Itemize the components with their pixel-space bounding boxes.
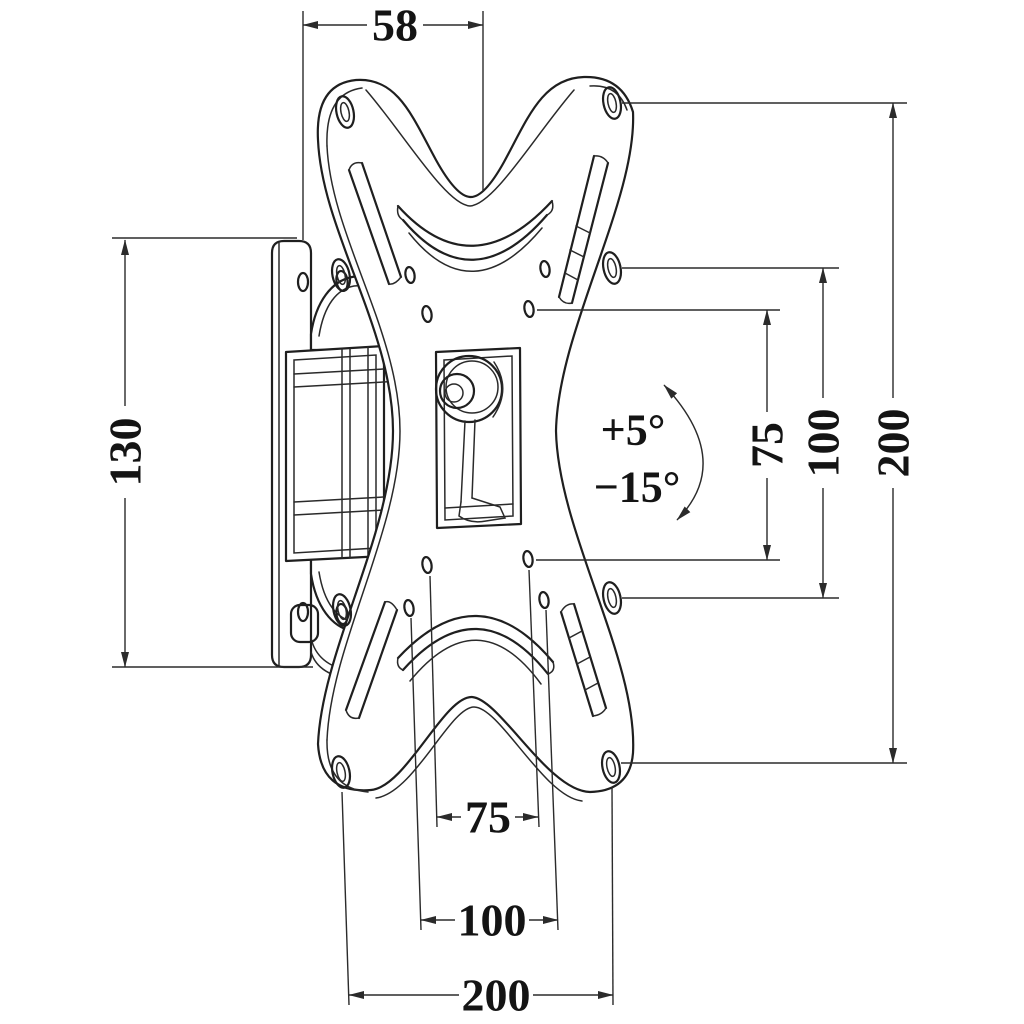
dimension-bottom-200: 200	[341, 786, 614, 1021]
plate-edge-accent	[326, 87, 363, 147]
dimension-label: 130	[100, 418, 151, 487]
extension-line	[545, 609, 559, 931]
tilt-angle-annotation: +5° −15°	[594, 384, 704, 521]
tilt-down-label: −15°	[594, 463, 681, 512]
extension-line	[429, 575, 438, 828]
extension-line	[611, 786, 614, 1006]
dimension-label: 200	[868, 409, 919, 478]
extension-line	[341, 791, 350, 1006]
tilt-up-label: +5°	[601, 406, 666, 455]
dimension-label: 100	[458, 895, 527, 946]
dimension-bottom-75: 75	[429, 569, 540, 843]
center-cutout	[434, 346, 523, 530]
extension-line	[528, 569, 540, 828]
wall-plate-screw-hole	[296, 271, 310, 293]
dimension-label: 100	[798, 409, 849, 478]
plate-edge-accent	[365, 89, 575, 207]
dimension-right-200: 200	[621, 102, 919, 764]
arm-bolt-hole	[335, 602, 349, 626]
knob-stem	[460, 420, 466, 503]
dimension-bottom-100: 100	[410, 609, 559, 946]
dimension-left-130: 130	[99, 237, 313, 668]
hinge-frame	[284, 344, 386, 563]
wall-plate-screw-hole	[296, 601, 310, 623]
dimension-label: 58	[372, 0, 418, 51]
inner-vesa-holes	[403, 259, 551, 618]
plate-edge-accent	[589, 85, 628, 111]
dimension-label: 75	[465, 792, 511, 843]
diagonal-slot-top-left	[347, 161, 403, 286]
extension-line	[410, 617, 422, 931]
dimension-top-58: 58	[302, 0, 484, 240]
locking-knob	[289, 603, 320, 644]
dimension-label: 200	[462, 970, 531, 1021]
plate-edge-accent	[326, 145, 401, 741]
diagonal-slot-bottom-left	[344, 600, 399, 720]
dimension-right-75: 75	[536, 309, 793, 561]
diagonal-slot-top-right	[557, 154, 610, 305]
diagonal-slot-bottom-right	[559, 602, 608, 718]
plate-edge-accent	[326, 739, 369, 793]
dimension-right-100: 100	[622, 267, 849, 599]
dimension-label: 75	[742, 422, 793, 468]
top-crescent-slot	[396, 199, 554, 272]
vesa-plate	[316, 75, 635, 802]
outer-mounting-holes	[330, 86, 623, 789]
bottom-crescent-slot	[396, 614, 555, 685]
plate-edge-accent	[375, 706, 583, 802]
tilt-arc-arrow	[663, 384, 704, 521]
